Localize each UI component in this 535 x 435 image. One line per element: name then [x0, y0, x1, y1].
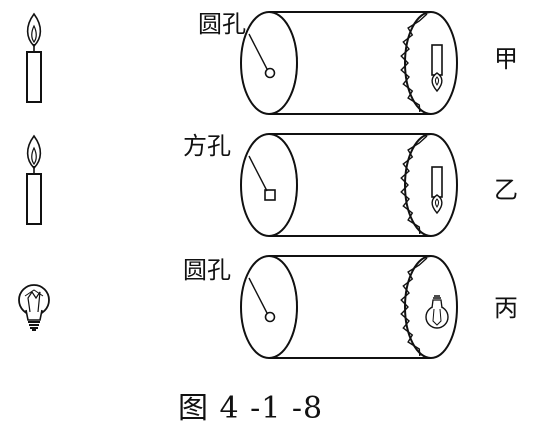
- leader-line: [248, 33, 268, 70]
- source-candle-1: [26, 13, 42, 103]
- leader-line: [248, 277, 268, 314]
- square-hole: [264, 189, 276, 201]
- leader-line: [248, 155, 268, 192]
- screen-image-candle-flame: [431, 44, 443, 92]
- figure-caption: 图 4 -1 -8: [178, 391, 324, 426]
- screen-image-candle-flame: [431, 166, 443, 214]
- side-label-2: 乙: [494, 176, 518, 204]
- source-bulb-3: [18, 284, 50, 331]
- round-hole: [264, 311, 276, 323]
- source-candle-2: [26, 135, 42, 225]
- cylinder-2: [240, 133, 458, 237]
- hole-label-2: 方孔: [183, 132, 231, 160]
- cylinder-1: [240, 11, 458, 115]
- side-label-3: 丙: [494, 294, 518, 322]
- round-hole: [264, 67, 276, 79]
- side-label-1: 甲: [494, 45, 518, 73]
- hole-label-3: 圆孔: [183, 256, 231, 284]
- hole-label-1: 圆孔: [198, 10, 246, 38]
- cylinder-3: [240, 255, 458, 359]
